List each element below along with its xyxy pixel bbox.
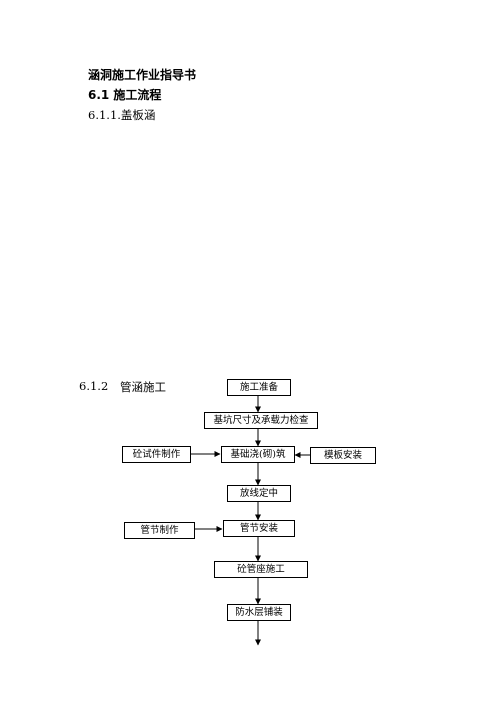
flow-step-pipe-seat: 砼管座施工 bbox=[214, 561, 308, 578]
flow-step-stakeout: 放线定中 bbox=[227, 485, 291, 502]
flow-step-pipe-installation: 管节安装 bbox=[223, 520, 295, 537]
flow-step-foundation-pouring: 基础浇(砌)筑 bbox=[221, 446, 295, 463]
subsection-title-pipe-culvert: 管涵施工 bbox=[120, 380, 166, 394]
subsection-heading-culvert-slab: 6.1.1.盖板涵 bbox=[88, 108, 156, 122]
flow-step-construction-prep: 施工准备 bbox=[227, 379, 291, 396]
subsection-number-pipe-culvert: 6.1.2 bbox=[79, 379, 109, 393]
document-title: 涵洞施工作业指导书 bbox=[88, 68, 197, 82]
section-heading: 6.1 施工流程 bbox=[88, 88, 162, 102]
flow-input-formwork: 模板安装 bbox=[310, 447, 376, 464]
flow-step-waterproof-layer: 防水层铺装 bbox=[227, 604, 291, 621]
flow-input-pipe-fabrication: 管节制作 bbox=[124, 522, 195, 539]
flow-input-specimen-making: 砼试件制作 bbox=[122, 446, 191, 463]
flow-step-pit-inspection: 基坑尺寸及承载力检查 bbox=[204, 412, 318, 429]
